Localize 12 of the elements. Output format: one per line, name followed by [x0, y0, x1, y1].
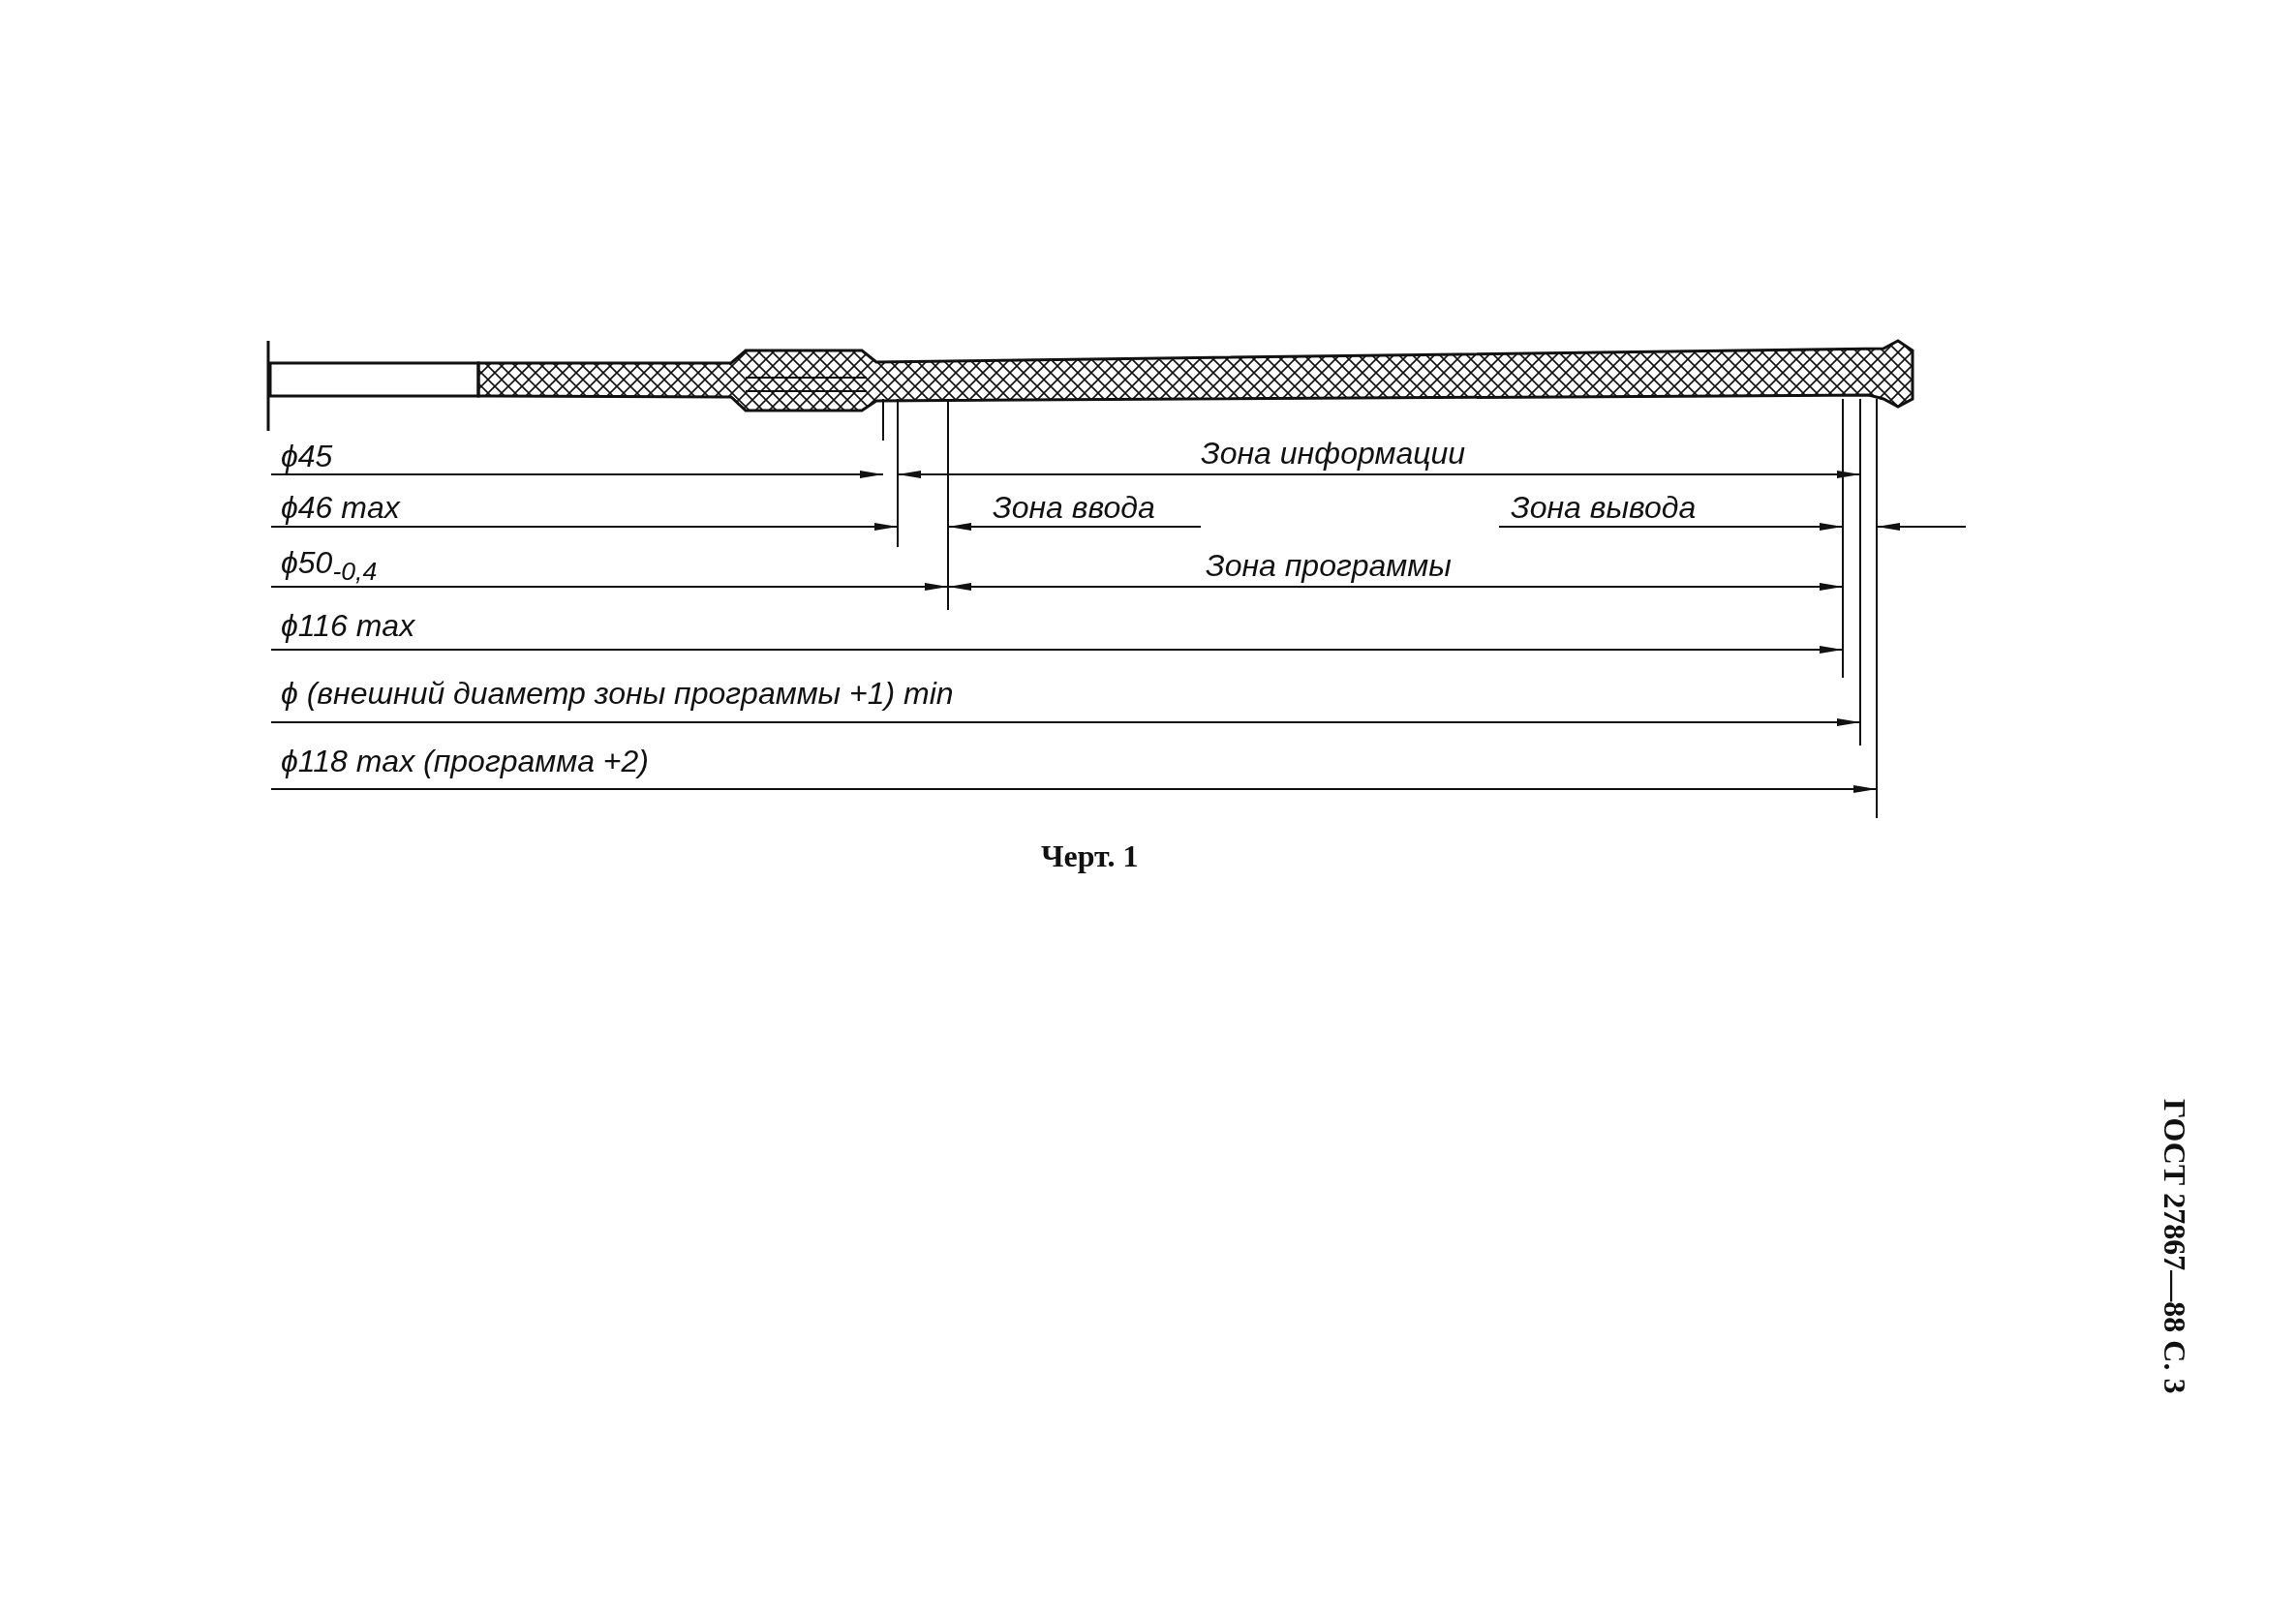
dimension-label: ϕ46 max: [281, 492, 400, 523]
dimension-label: ϕ (внешний диаметр зоны программы +1) min: [281, 678, 954, 709]
zone-label: Зона программы: [1206, 550, 1452, 581]
zone-label: Зона ввода: [993, 492, 1155, 523]
zone-label: Зона вывода: [1511, 492, 1697, 523]
dimension-label: ϕ118 max (программа +2): [281, 746, 649, 777]
dimension-label: ϕ45: [281, 441, 333, 472]
figure-caption: Черт. 1: [1041, 840, 1139, 871]
zone-label: Зона информации: [1201, 438, 1466, 469]
dimension-label: ϕ116 max: [281, 610, 415, 641]
dimension-label: ϕ50$_{-0,4}$: [281, 547, 378, 586]
page-header: ГОСТ 27867—88 С. 3: [2159, 1099, 2190, 1394]
